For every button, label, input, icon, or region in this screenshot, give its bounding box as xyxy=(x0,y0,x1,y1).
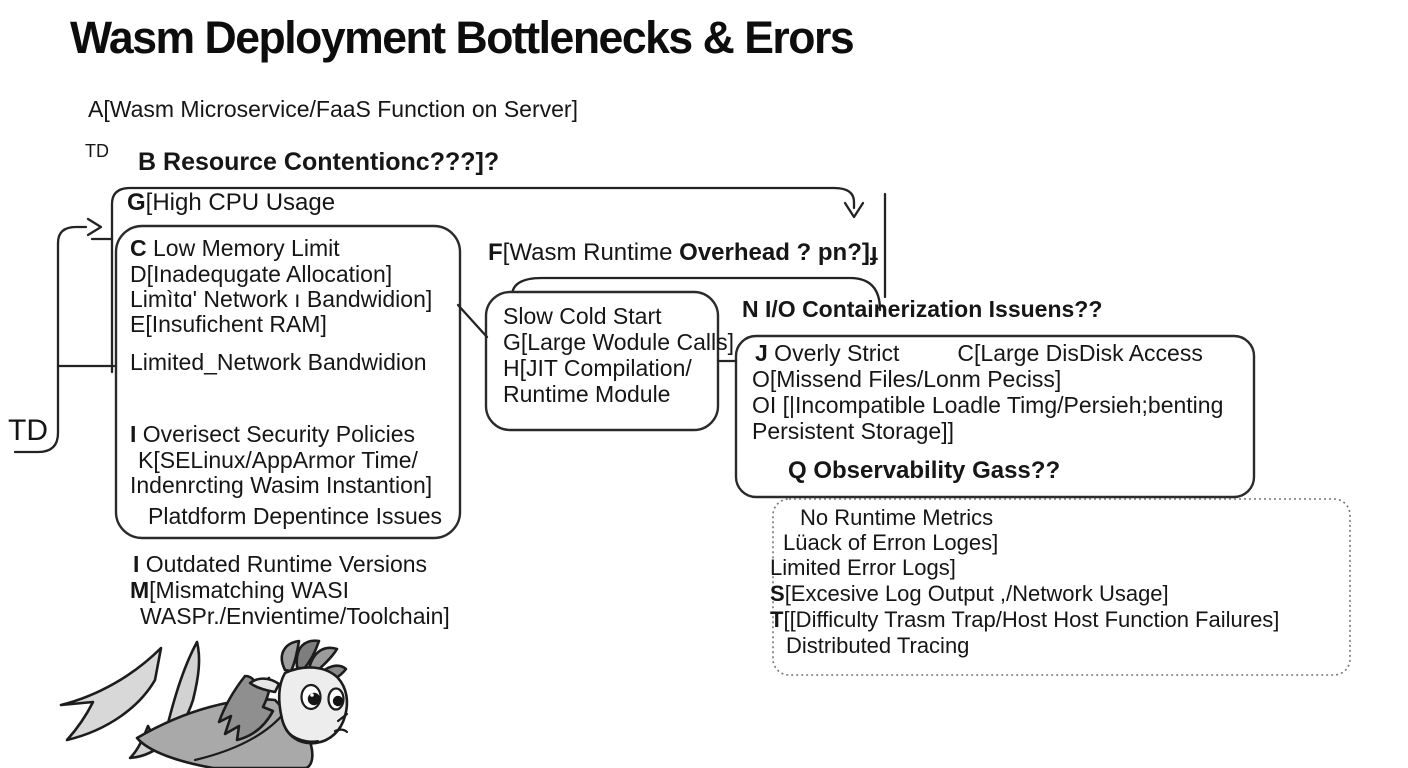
cold-start-line: G[Large Wodule Calls] xyxy=(503,329,734,355)
node-b-label: B Resource Contentionc???]? xyxy=(138,148,500,176)
memory-box-line: Limited_Network Bandwidion xyxy=(130,349,427,375)
cold-start-line: Runtime Module xyxy=(503,381,671,407)
memory-box-line: K[SELinux/AppArmor Time/ xyxy=(138,447,418,473)
node-f-label: F[Wasm Runtime Overhead ? pn?]ɟ xyxy=(488,239,878,266)
memory-box-line: Indenrcting Wasim Instantion] xyxy=(130,472,433,498)
fish-bird-creature-icon xyxy=(59,639,349,768)
node-n-label: N I/O Containerization Issuens?? xyxy=(742,296,1103,322)
memory-box-line: Limìtɑ' Network ı Bandwidion] xyxy=(130,286,433,312)
runtime-note-line: M[Mismatching WASI xyxy=(130,577,349,603)
runtime-note-line: I Outdated Runtime Versions xyxy=(133,551,428,577)
memory-box-line: Platdform Depentince Issues xyxy=(148,503,443,529)
obs-box-line: Distributed Tracing xyxy=(786,633,970,658)
memory-box-line: C Low Memory Limit xyxy=(130,235,340,261)
cold-start-line: H[JIT Compilation/ xyxy=(503,355,692,381)
runtime-note-line: WASPr./Envientime/Toolchain] xyxy=(140,603,450,629)
node-a-label: A[Wasm Microservice/FaaS Function on Ser… xyxy=(88,96,578,122)
td-top-label: TD xyxy=(85,141,109,161)
page-title: Wasm Deployment Bottlenecks & Erors xyxy=(70,12,855,63)
memory-box-line: E[Insufichent RAM] xyxy=(130,311,327,337)
obs-box-line: Limited Error Logs] xyxy=(770,555,956,580)
edge-memory-to-cold xyxy=(456,303,489,339)
node-g-label: G[High CPU Usage xyxy=(127,189,336,216)
io-box-line: Persistent Storage]] xyxy=(752,418,954,444)
td-left-label: TD xyxy=(8,414,48,447)
obs-box-line: Lüack of Erron Loges] xyxy=(783,530,999,555)
memory-box-line: D[Inadequgate Allocation] xyxy=(130,261,393,287)
arrowhead-right-icon xyxy=(86,217,103,237)
io-box-line: O[Missend Files/Lonm Peciss] xyxy=(752,366,1062,392)
io-box-line: OI [|Incompatible Loadle Timg/Persieh;be… xyxy=(752,392,1224,418)
obs-box-line: T[[Difficulty Trasm Trap/Host Host Funct… xyxy=(770,607,1280,632)
cold-start-line: Slow Cold Start xyxy=(503,303,662,329)
edge-td-loop xyxy=(56,225,88,368)
node-q-label: Q Observability Gass?? xyxy=(788,457,1061,484)
arrowhead-down-icon xyxy=(843,201,865,219)
obs-box-line: S[Excesive Log Output ,/Network Usage] xyxy=(770,581,1169,606)
memory-box-line: I Overisect Security Policies xyxy=(130,421,416,447)
obs-box-line: No Runtime Metrics xyxy=(800,505,994,530)
